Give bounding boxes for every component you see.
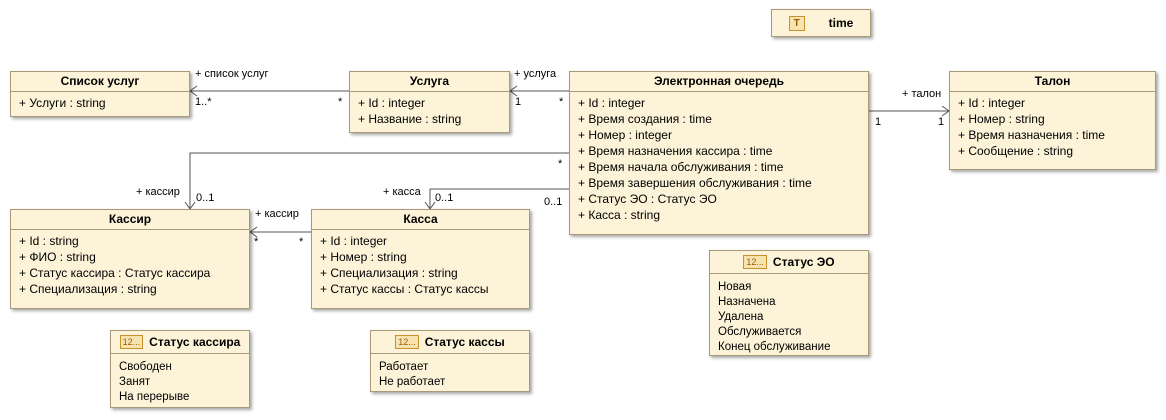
class-title: Электронная очередь — [570, 72, 868, 92]
type-title: time — [828, 16, 854, 30]
arrowhead-kassir-mid — [249, 226, 258, 238]
attribute: + Id : integer — [958, 96, 1026, 110]
multiplicity-eo-kassa: 0..1 — [544, 196, 563, 208]
enum-status-kassy[interactable]: 12... Статус кассы Работает Не работает — [370, 330, 530, 392]
class-title: Список услуг — [11, 72, 189, 92]
attribute: + Статус ЭО : Статус ЭО — [578, 192, 717, 206]
enum-value: Работает — [379, 361, 429, 373]
role-label-kassir-top: + кассир — [136, 186, 180, 198]
attribute: + Время создания : time — [578, 112, 712, 126]
enum-value: Обслуживается — [718, 326, 802, 338]
attribute: + Номер : string — [958, 112, 1045, 126]
role-label-talon: + талон — [902, 88, 942, 100]
attribute: + Услуги : string — [19, 96, 106, 110]
multiplicity-usluga-left: * — [338, 96, 343, 108]
enum-title: Статус кассира — [149, 335, 241, 349]
attribute: + Номер : integer — [578, 128, 672, 142]
attribute: + Касса : string — [578, 208, 661, 222]
attribute: + Специализация : string — [320, 266, 458, 280]
role-label-kassir-mid: + кассир — [255, 208, 299, 220]
attribute: + Время назначения : time — [958, 128, 1105, 142]
class-spisok-uslug[interactable]: Список услуг + Услуги : string — [10, 71, 190, 117]
type-icon: T — [788, 15, 805, 31]
class-title: Услуга — [350, 72, 509, 92]
role-label-usluga: + услуга — [514, 68, 557, 80]
enum-value: Не работает — [379, 376, 446, 388]
class-usluga[interactable]: Услуга + Id : integer + Название : strin… — [349, 71, 510, 133]
attribute: + ФИО : string — [19, 250, 96, 264]
enum-value: Свободен — [119, 361, 172, 373]
enum-icon: 12... — [743, 255, 767, 269]
class-elektronnaya-ochered[interactable]: Электронная очередь + Id : integer + Вре… — [569, 71, 869, 235]
multiplicity-kassa-left: * — [299, 236, 304, 248]
arrowhead-spisok — [189, 85, 198, 97]
attribute: + Специализация : string — [19, 282, 157, 296]
attribute: + Время завершения обслуживания : time — [578, 176, 812, 190]
multiplicity-eo-kassir: * — [558, 158, 563, 170]
enum-icon: 12... — [395, 335, 419, 349]
multiplicity-spisok: 1..* — [195, 96, 212, 108]
multiplicity-eo-talon: 1 — [875, 116, 882, 128]
arrowhead-usluga — [509, 85, 518, 97]
class-title: Касса — [312, 210, 529, 230]
enum-value: Конец обслуживание — [718, 341, 831, 353]
enum-value: Новая — [718, 281, 752, 293]
attribute: + Название : string — [358, 112, 462, 126]
enum-title: Статус ЭО — [772, 255, 835, 269]
multiplicity-kassir-top: 0..1 — [196, 192, 215, 204]
type-time-box[interactable]: T time — [771, 9, 871, 37]
attribute: + Id : integer — [578, 96, 646, 110]
attribute: + Время назначения кассира : time — [578, 144, 773, 158]
multiplicity-kassir-mid: * — [254, 236, 259, 248]
class-kassir[interactable]: Кассир + Id : string + ФИО : string + Ст… — [10, 209, 250, 309]
enum-status-kassira[interactable]: 12... Статус кассира Свободен Занят На п… — [110, 330, 250, 408]
enum-status-eo[interactable]: 12... Статус ЭО Новая Назначена Удалена … — [709, 250, 869, 356]
class-kassa[interactable]: Касса + Id : integer + Номер : string + … — [311, 209, 530, 309]
enum-title: Статус кассы — [424, 335, 505, 349]
attribute: + Статус кассира : Статус кассира — [19, 266, 211, 280]
multiplicity-eo-usluga: * — [559, 96, 564, 108]
class-talon[interactable]: Талон + Id : integer + Номер : string + … — [949, 71, 1156, 170]
attribute: + Id : string — [19, 234, 79, 248]
attribute: + Id : integer — [358, 96, 426, 110]
multiplicity-kassa-top: 0..1 — [435, 192, 454, 204]
enum-value: На перерыве — [119, 391, 190, 403]
enum-icon: 12... — [119, 335, 144, 349]
assoc-eo-kassa — [429, 188, 569, 209]
attribute: + Номер : string — [320, 250, 407, 264]
attribute: + Сообщение : string — [958, 144, 1073, 158]
attribute: + Статус кассы : Статус кассы — [320, 282, 489, 296]
class-title: Кассир — [11, 210, 249, 230]
enum-value: Удалена — [718, 311, 764, 323]
enum-value: Занят — [119, 376, 151, 388]
multiplicity-talon: 1 — [938, 116, 945, 128]
assoc-eo-kassir — [189, 152, 569, 209]
role-label-kassa: + касса — [383, 186, 421, 198]
enum-value: Назначена — [718, 296, 776, 308]
multiplicity-usluga-right: 1 — [515, 96, 522, 108]
attribute: + Id : integer — [320, 234, 388, 248]
attribute: + Время начала обслуживания : time — [578, 160, 784, 174]
role-label-spisok: + список услуг — [195, 68, 269, 80]
class-title: Талон — [950, 72, 1155, 92]
